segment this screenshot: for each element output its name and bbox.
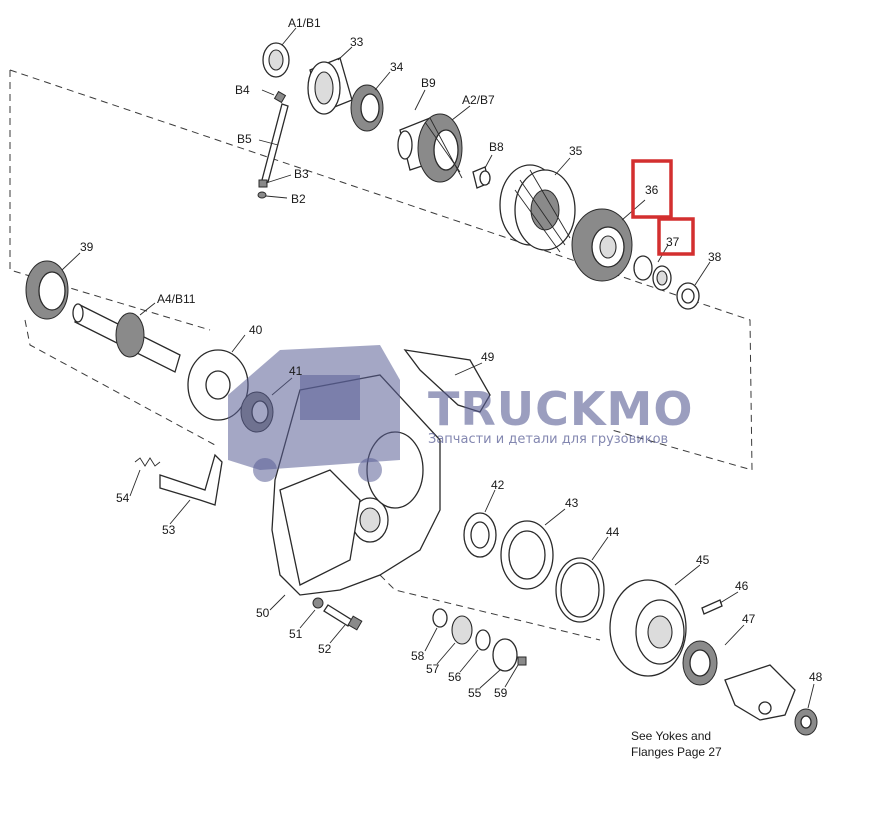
differential-case-35 — [499, 164, 576, 253]
bearing-cup-33 — [307, 57, 353, 115]
gear-39 — [25, 260, 69, 320]
callout-43: 43 — [565, 496, 579, 510]
highlight-box-37 — [657, 217, 695, 256]
callout-57: 57 — [426, 662, 440, 676]
plug-57 — [451, 615, 473, 645]
callout-47: 47 — [742, 612, 756, 626]
fitting-b3-b2 — [257, 179, 268, 199]
watermark-logo — [228, 345, 400, 482]
spring-54 — [134, 457, 161, 467]
callout-b3: B3 — [294, 167, 309, 181]
callout-a4b11: A4/B11 — [157, 292, 196, 306]
callout-52: 52 — [318, 642, 332, 656]
callout-48: 48 — [809, 670, 823, 684]
nut-51 — [312, 597, 324, 609]
callout-54: 54 — [116, 491, 130, 505]
callout-33: 33 — [350, 35, 364, 49]
watermark-tagline: Запчасти и детали для грузовиков — [428, 432, 668, 447]
callout-40: 40 — [249, 323, 263, 337]
callout-41: 41 — [289, 364, 303, 378]
bolt-52 — [323, 604, 363, 631]
callout-51: 51 — [289, 627, 303, 641]
part-55 — [492, 638, 518, 672]
callout-39: 39 — [80, 240, 94, 254]
callout-59: 59 — [494, 686, 508, 700]
cover-45 — [609, 579, 687, 677]
callout-49: 49 — [481, 350, 495, 364]
callout-a1b1: A1/B1 — [288, 16, 321, 30]
callout-37: 37 — [666, 235, 680, 249]
callout-50: 50 — [256, 606, 270, 620]
callout-46: 46 — [735, 579, 749, 593]
gear-a2b7 — [417, 113, 463, 183]
bearing-37 — [633, 255, 672, 291]
ring-44 — [555, 557, 605, 623]
washer-38 — [676, 282, 700, 310]
gear-36 — [571, 208, 633, 282]
callout-b9: B9 — [421, 76, 436, 90]
watermark-brand: TRUCKMO — [428, 382, 693, 436]
bushing-b4 — [273, 90, 287, 104]
note-line-1: See Yokes and — [631, 729, 711, 743]
callout-a2b7: A2/B7 — [462, 93, 495, 107]
callout-34: 34 — [390, 60, 404, 74]
callout-35: 35 — [569, 144, 583, 158]
tube-b5 — [261, 103, 289, 183]
pin-b8 — [472, 166, 491, 189]
callout-38: 38 — [708, 250, 722, 264]
callout-b8: B8 — [489, 140, 504, 154]
bearing-cone-34 — [350, 84, 384, 132]
lever-53 — [159, 453, 223, 506]
note-line-2: Flanges Page 27 — [631, 745, 722, 759]
yoke — [724, 664, 796, 721]
callout-labels: A1/B1 33 34 B4 B9 A2/B7 B5 B8 35 B3 B2 3… — [80, 16, 823, 700]
callout-b2: B2 — [291, 192, 306, 206]
seal-47 — [682, 640, 718, 686]
o-ring-58 — [432, 608, 448, 628]
assembly-outline — [9, 69, 753, 641]
seal-42 — [463, 512, 497, 558]
nut-48 — [794, 708, 818, 736]
bracket-49 — [403, 349, 491, 413]
callout-45: 45 — [696, 553, 710, 567]
shaft-a4b11 — [72, 303, 181, 373]
callout-55: 55 — [468, 686, 482, 700]
callout-58: 58 — [411, 649, 425, 663]
highlight-box-36 — [631, 159, 673, 219]
callout-36: 36 — [645, 183, 659, 197]
bolt-46 — [701, 599, 723, 615]
gasket-43 — [500, 520, 554, 590]
bearing-cup-a1b1 — [262, 42, 290, 78]
callout-56: 56 — [448, 670, 462, 684]
callout-53: 53 — [162, 523, 176, 537]
callout-44: 44 — [606, 525, 620, 539]
callout-b5: B5 — [237, 132, 252, 146]
nut-59 — [517, 656, 527, 666]
callout-42: 42 — [491, 478, 505, 492]
callout-b4: B4 — [235, 83, 250, 97]
o-ring-56 — [475, 629, 491, 651]
